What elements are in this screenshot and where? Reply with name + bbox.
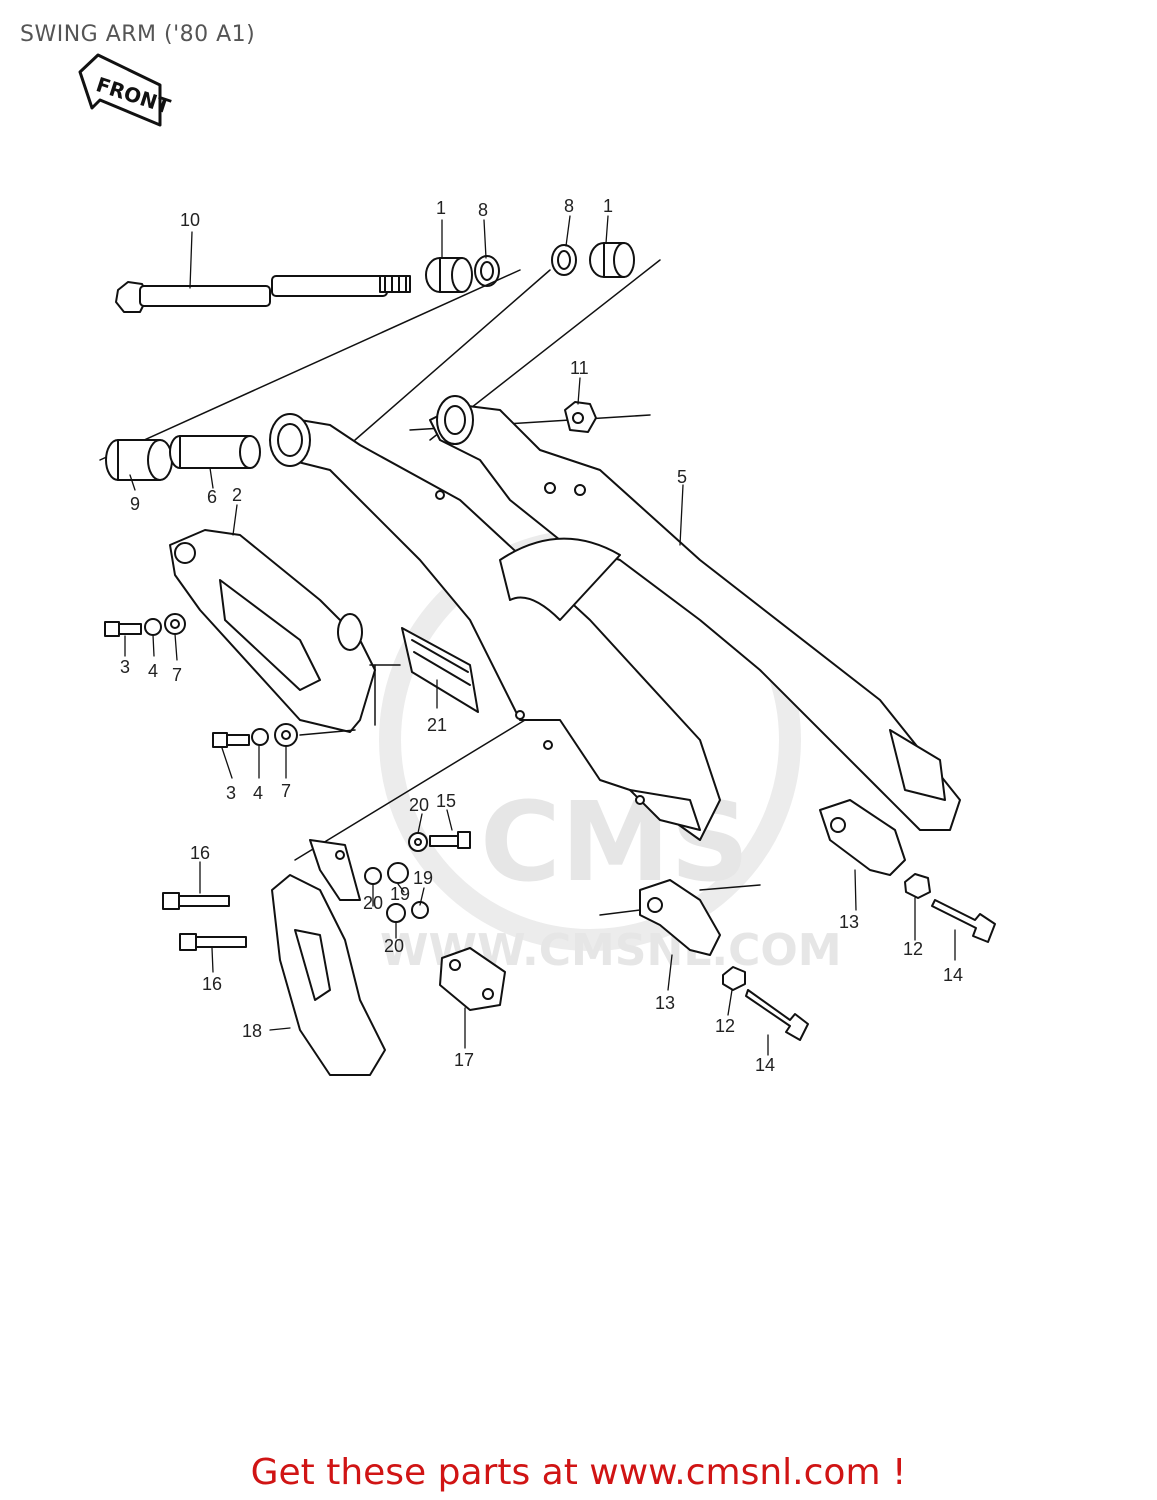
callout-16: 16	[202, 974, 222, 994]
callout-2: 2	[232, 485, 242, 505]
callout-20: 20	[363, 893, 383, 913]
callout-9: 9	[130, 494, 140, 514]
callout-11: 11	[570, 358, 589, 378]
nut-11	[564, 401, 597, 433]
callout-8: 8	[478, 200, 488, 220]
chain-adjuster-center	[639, 879, 721, 956]
bolts-16	[162, 892, 247, 951]
pivot-bushings	[425, 242, 635, 293]
callout-4: 4	[253, 783, 263, 803]
callout-17: 17	[454, 1050, 474, 1070]
chain-slider	[169, 529, 376, 733]
callout-1: 1	[436, 198, 446, 218]
callout-20: 20	[409, 795, 429, 815]
bolt-set-upper	[104, 613, 186, 637]
bushing-and-sleeve	[105, 435, 261, 481]
callout-13: 13	[839, 912, 859, 932]
callout-5: 5	[677, 467, 687, 487]
callout-12: 12	[903, 939, 923, 959]
callout-21: 21	[427, 715, 447, 735]
pivot-bolt	[115, 275, 411, 313]
bolt-set-lower	[212, 723, 356, 748]
callout-14: 14	[943, 965, 963, 985]
callout-1: 1	[603, 196, 613, 216]
chain-guide	[271, 839, 386, 1076]
callout-18: 18	[242, 1021, 262, 1041]
decal-21	[369, 627, 479, 726]
chain-adjuster-right	[819, 799, 906, 876]
callout-16: 16	[190, 843, 210, 863]
callout-19: 19	[390, 884, 410, 904]
callout-3: 3	[120, 657, 130, 677]
callout-7: 7	[172, 665, 182, 685]
small-hardware	[364, 831, 471, 923]
page-title: SWING ARM ('80 A1)	[20, 22, 256, 47]
callout-labels: 10 1 8 8 1 11 9 6 2 5 3 4 7 21 3 4 7 20 …	[120, 196, 963, 1075]
callout-4: 4	[148, 661, 158, 681]
callout-7: 7	[281, 781, 291, 801]
callout-6: 6	[207, 487, 217, 507]
callout-19: 19	[413, 868, 433, 888]
callout-13: 13	[655, 993, 675, 1013]
plate-17	[439, 947, 506, 1011]
adjuster-nuts-bolts	[722, 873, 996, 1041]
callout-8: 8	[564, 196, 574, 216]
callout-15: 15	[436, 791, 456, 811]
leader-lines	[124, 215, 956, 1056]
front-arrow-icon: FRONT	[78, 53, 174, 127]
callout-12: 12	[715, 1016, 735, 1036]
swing-arm-diagram: CMS WWW.CMSNL.COM FRONT	[78, 53, 996, 1076]
callout-20: 20	[384, 936, 404, 956]
callout-3: 3	[226, 783, 236, 803]
parts-link-banner[interactable]: Get these parts at www.cmsnl.com !	[250, 1452, 907, 1493]
watermark: CMS WWW.CMSNL.COM	[379, 529, 842, 976]
callout-10: 10	[180, 210, 200, 230]
callout-14: 14	[755, 1055, 775, 1075]
swing-arm	[269, 395, 961, 841]
